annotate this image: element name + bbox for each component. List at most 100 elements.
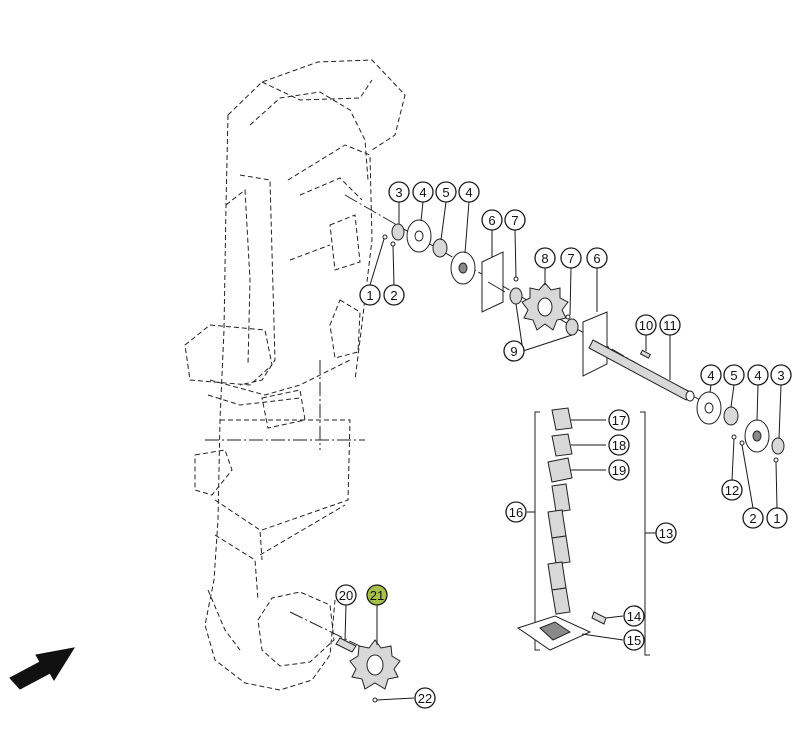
callout-label: 2 bbox=[749, 511, 756, 526]
shaft-assembly bbox=[344, 194, 785, 463]
bottom-sprocket bbox=[335, 637, 401, 703]
callout-circle bbox=[635, 314, 657, 336]
callout-label: 7 bbox=[511, 213, 518, 228]
callout-circle bbox=[723, 364, 745, 386]
callout-9[interactable]: 9 bbox=[503, 340, 525, 362]
callout-label: 21 bbox=[370, 588, 384, 603]
arrow-icon bbox=[9, 647, 76, 690]
callout-circle bbox=[770, 364, 792, 386]
callout-label: 7 bbox=[567, 251, 574, 266]
callout-label: 3 bbox=[395, 185, 402, 200]
callout-label: 4 bbox=[465, 185, 472, 200]
callout-18[interactable]: 18 bbox=[608, 434, 630, 456]
callout-label: 16 bbox=[509, 505, 523, 520]
callout-circle bbox=[742, 507, 764, 529]
callout-circle bbox=[458, 181, 480, 203]
callout-2[interactable]: 2 bbox=[742, 507, 764, 529]
callout-21[interactable]: 21 bbox=[366, 584, 388, 606]
callout-6[interactable]: 6 bbox=[586, 247, 608, 269]
callout-11[interactable]: 11 bbox=[659, 314, 681, 336]
callout-label: 6 bbox=[488, 213, 495, 228]
callout-label: 15 bbox=[627, 633, 641, 648]
callout-15[interactable]: 15 bbox=[623, 629, 645, 651]
callout-circle bbox=[700, 364, 722, 386]
callout-circle bbox=[586, 247, 608, 269]
callout-label: 6 bbox=[593, 251, 600, 266]
callout-label: 2 bbox=[390, 288, 397, 303]
callout-4[interactable]: 4 bbox=[700, 364, 722, 386]
callout-label: 4 bbox=[419, 185, 426, 200]
callout-7[interactable]: 7 bbox=[560, 247, 582, 269]
callout-7[interactable]: 7 bbox=[504, 209, 526, 231]
callout-circle bbox=[412, 181, 434, 203]
callout-20[interactable]: 20 bbox=[335, 584, 357, 606]
callout-label: 19 bbox=[612, 463, 626, 478]
elevator-housing bbox=[184, 59, 406, 691]
callout-circle bbox=[608, 459, 630, 481]
callout-circle bbox=[435, 181, 457, 203]
callout-14[interactable]: 14 bbox=[623, 605, 645, 627]
callout-label: 1 bbox=[366, 288, 373, 303]
callout-10[interactable]: 10 bbox=[635, 314, 657, 336]
leader-lines bbox=[344, 201, 782, 701]
callout-label: 12 bbox=[725, 483, 739, 498]
chain-detail bbox=[516, 407, 650, 656]
callout-circle bbox=[623, 629, 645, 651]
callout-label: 1 bbox=[773, 511, 780, 526]
callout-circle bbox=[655, 522, 677, 544]
callout-label: 8 bbox=[541, 251, 548, 266]
callout-6[interactable]: 6 bbox=[481, 209, 503, 231]
callout-16[interactable]: 16 bbox=[505, 501, 527, 523]
callout-4[interactable]: 4 bbox=[458, 181, 480, 203]
callout-label: 20 bbox=[339, 588, 353, 603]
callout-1[interactable]: 1 bbox=[359, 284, 381, 306]
callout-label: 10 bbox=[639, 318, 653, 333]
callout-circle bbox=[534, 247, 556, 269]
callout-circle bbox=[747, 364, 769, 386]
callout-label: 13 bbox=[659, 526, 673, 541]
callout-label: 4 bbox=[754, 368, 761, 383]
callout-label: 3 bbox=[777, 368, 784, 383]
callout-label: 5 bbox=[442, 185, 449, 200]
callout-circle bbox=[359, 284, 381, 306]
callout-circle bbox=[383, 284, 405, 306]
callout-label: 4 bbox=[707, 368, 714, 383]
callout-label: 22 bbox=[418, 691, 432, 706]
callout-13[interactable]: 13 bbox=[655, 522, 677, 544]
callout-5[interactable]: 5 bbox=[723, 364, 745, 386]
callout-circle bbox=[560, 247, 582, 269]
callout-circle bbox=[608, 434, 630, 456]
callout-4[interactable]: 4 bbox=[412, 181, 434, 203]
callout-circle bbox=[623, 605, 645, 627]
callout-label: 11 bbox=[663, 318, 677, 333]
callout-circle bbox=[366, 584, 388, 606]
callout-2[interactable]: 2 bbox=[383, 284, 405, 306]
callout-circle bbox=[481, 209, 503, 231]
callout-5[interactable]: 5 bbox=[435, 181, 457, 203]
callout-circle bbox=[504, 209, 526, 231]
callout-label: 9 bbox=[510, 344, 517, 359]
callout-circle bbox=[414, 687, 436, 709]
sprocket-8 bbox=[521, 282, 569, 331]
callout-8[interactable]: 8 bbox=[534, 247, 556, 269]
callout-circle bbox=[659, 314, 681, 336]
callout-label: 5 bbox=[730, 368, 737, 383]
callout-circle bbox=[721, 479, 743, 501]
callout-17[interactable]: 17 bbox=[608, 409, 630, 431]
callout-circle bbox=[766, 507, 788, 529]
callout-4[interactable]: 4 bbox=[747, 364, 769, 386]
callout-circle bbox=[503, 340, 525, 362]
callout-1[interactable]: 1 bbox=[766, 507, 788, 529]
chain-run bbox=[547, 483, 571, 615]
callout-3[interactable]: 3 bbox=[388, 181, 410, 203]
callout-3[interactable]: 3 bbox=[770, 364, 792, 386]
callout-label: 14 bbox=[627, 609, 641, 624]
callout-22[interactable]: 22 bbox=[414, 687, 436, 709]
callout-19[interactable]: 19 bbox=[608, 459, 630, 481]
callout-circle bbox=[335, 584, 357, 606]
callout-12[interactable]: 12 bbox=[721, 479, 743, 501]
callout-circle bbox=[608, 409, 630, 431]
callout-circle bbox=[388, 181, 410, 203]
